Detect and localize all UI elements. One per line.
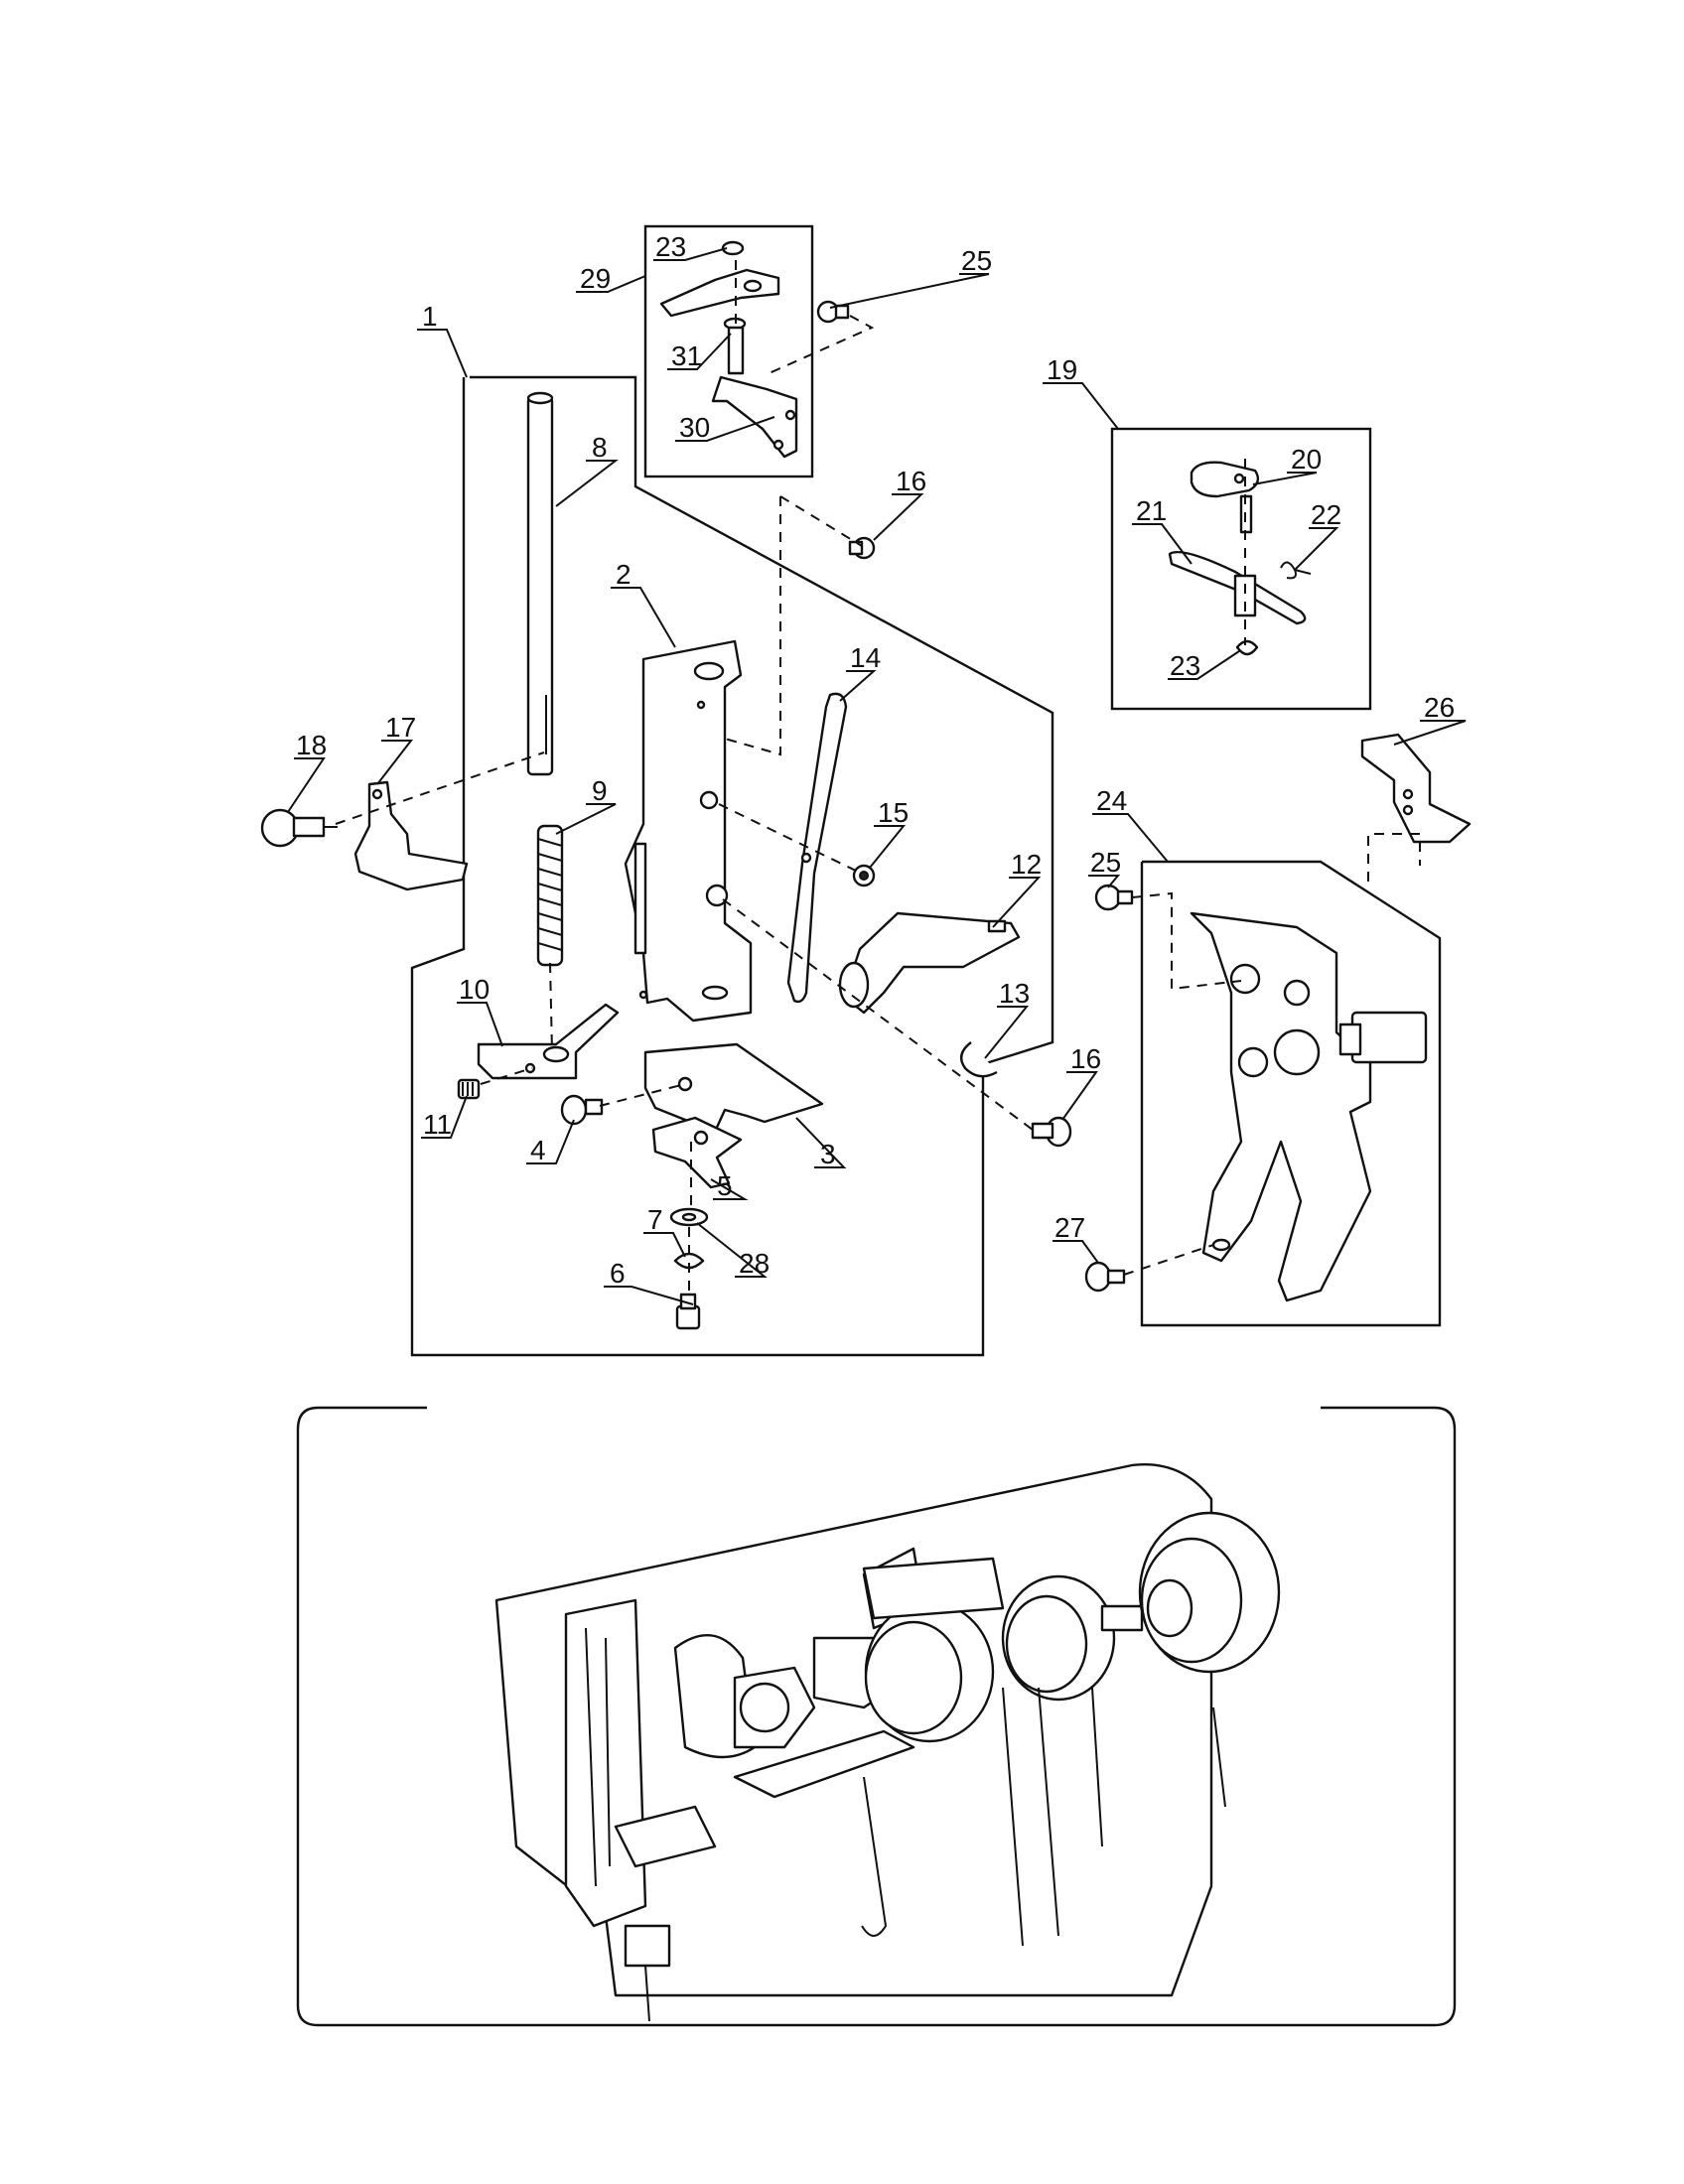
assembly-frame-19 <box>1110 427 1372 711</box>
callout-10: 10 <box>459 974 490 1005</box>
callout-25-right: 25 <box>1090 847 1121 878</box>
callout-29: 29 <box>580 263 611 294</box>
part-17-presser-foot <box>353 780 469 891</box>
callout-21: 21 <box>1136 495 1167 526</box>
part-18-thumb-screw <box>260 808 338 848</box>
callout-6: 6 <box>610 1258 626 1289</box>
callout-15: 15 <box>878 797 909 828</box>
part-12-presser-lifter <box>838 911 1021 1015</box>
assembly-lines <box>335 260 1421 1295</box>
assembly-frame-1 <box>410 375 1054 1357</box>
callout-labels: 1 2 3 4 5 6 7 8 9 10 11 12 13 14 15 16 1… <box>296 231 1455 1289</box>
callout-1: 1 <box>422 301 438 332</box>
callout-7: 7 <box>647 1204 663 1235</box>
part-28-washer <box>669 1207 709 1227</box>
callout-16-lower: 16 <box>1070 1043 1101 1074</box>
part-20-plate <box>1190 461 1260 534</box>
callout-13: 13 <box>999 978 1030 1009</box>
part-16-screw-lower <box>1031 1116 1072 1148</box>
callout-23-right: 23 <box>1170 650 1200 681</box>
part-16-screw-upper <box>848 536 876 560</box>
part-30-plate <box>711 375 798 459</box>
part-3-plate <box>643 1042 824 1134</box>
part-11-screw <box>457 1078 481 1100</box>
callout-30: 30 <box>679 412 710 443</box>
callout-27: 27 <box>1054 1212 1085 1243</box>
callout-18: 18 <box>296 730 327 760</box>
assembly-frame-24 <box>1140 860 1442 1327</box>
callout-31: 31 <box>671 341 702 371</box>
callout-26: 26 <box>1424 692 1455 723</box>
part-29-lever <box>659 268 780 318</box>
part-15-clip <box>852 864 876 887</box>
part-23-eclip-top <box>721 240 745 256</box>
callout-11: 11 <box>423 1109 452 1140</box>
part-9-spring <box>536 824 564 967</box>
part-13-ring <box>959 1041 998 1078</box>
callout-24: 24 <box>1096 785 1127 816</box>
callout-22: 22 <box>1311 499 1341 530</box>
part-27-screw <box>1084 1261 1126 1293</box>
part-24-cover <box>1190 911 1428 1302</box>
callout-12: 12 <box>1011 849 1042 880</box>
part-2-bracket <box>624 639 753 1023</box>
callout-17: 17 <box>385 712 416 743</box>
part-26-bracket <box>1360 733 1472 844</box>
callout-4: 4 <box>530 1135 546 1165</box>
callout-16-upper: 16 <box>896 466 926 496</box>
part-23-eclip-right <box>1235 639 1259 656</box>
assembly-frame-29 <box>643 224 814 478</box>
callout-20: 20 <box>1291 444 1322 475</box>
leader-lines <box>287 247 1467 1305</box>
part-25-screw-right <box>1094 884 1134 911</box>
callout-28: 28 <box>739 1248 770 1279</box>
callout-25-top: 25 <box>961 245 992 276</box>
part-14-lever <box>786 692 848 1004</box>
part-4-screw <box>560 1094 604 1126</box>
callout-23-top: 23 <box>655 231 686 262</box>
callout-2: 2 <box>616 559 632 590</box>
callout-9: 9 <box>592 775 608 806</box>
machine-head-illustration <box>494 1463 1281 2022</box>
callout-8: 8 <box>592 432 608 463</box>
callout-5: 5 <box>717 1170 733 1201</box>
machine-view-frame <box>296 1406 1457 2027</box>
part-31-pin <box>723 317 747 375</box>
callout-3: 3 <box>820 1139 836 1169</box>
callout-14: 14 <box>850 642 881 673</box>
part-5-plate <box>651 1116 743 1189</box>
part-8-needle-bar <box>526 391 554 776</box>
part-6-screw <box>675 1293 701 1330</box>
part-10-presser-guide <box>477 1003 620 1080</box>
callout-19: 19 <box>1047 354 1077 385</box>
